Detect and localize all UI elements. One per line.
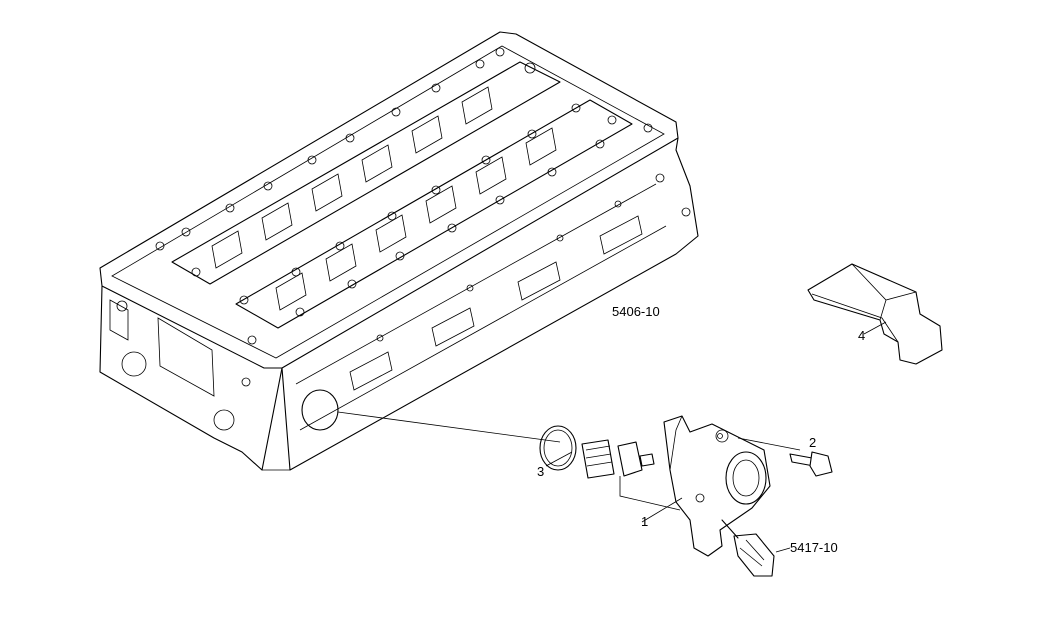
temperature-sensor <box>721 519 775 577</box>
cylinder-head-side-ports <box>295 173 691 431</box>
cylinder-head-bolt-holes <box>155 47 653 345</box>
part-2-bolt <box>789 451 833 477</box>
part-3-o-ring <box>539 425 577 471</box>
cylinder-head <box>99 31 699 471</box>
part-1-thermostat-housing <box>663 415 771 557</box>
cylinder-head-end-face <box>99 285 283 471</box>
leader-lines <box>337 321 887 553</box>
cam-rail-front <box>235 99 633 329</box>
ref-label-cylinder-head: 5406-10 <box>612 304 660 319</box>
callout-4: 4 <box>858 328 865 343</box>
cylinder-head-deck-edge <box>111 45 665 359</box>
part-4-bracket <box>807 263 943 365</box>
callout-3: 3 <box>537 464 544 479</box>
ref-label-thermostat: 5417-10 <box>790 540 838 555</box>
callout-2: 2 <box>809 435 816 450</box>
callout-1: 1 <box>641 514 648 529</box>
cylinder-head-top-deck <box>99 31 679 369</box>
cylinder-head-end-details <box>109 299 251 431</box>
cam-towers <box>211 86 557 311</box>
cam-rail-rear <box>171 61 561 285</box>
thermostat-element <box>581 439 655 479</box>
coolant-outlet-port <box>301 389 339 431</box>
